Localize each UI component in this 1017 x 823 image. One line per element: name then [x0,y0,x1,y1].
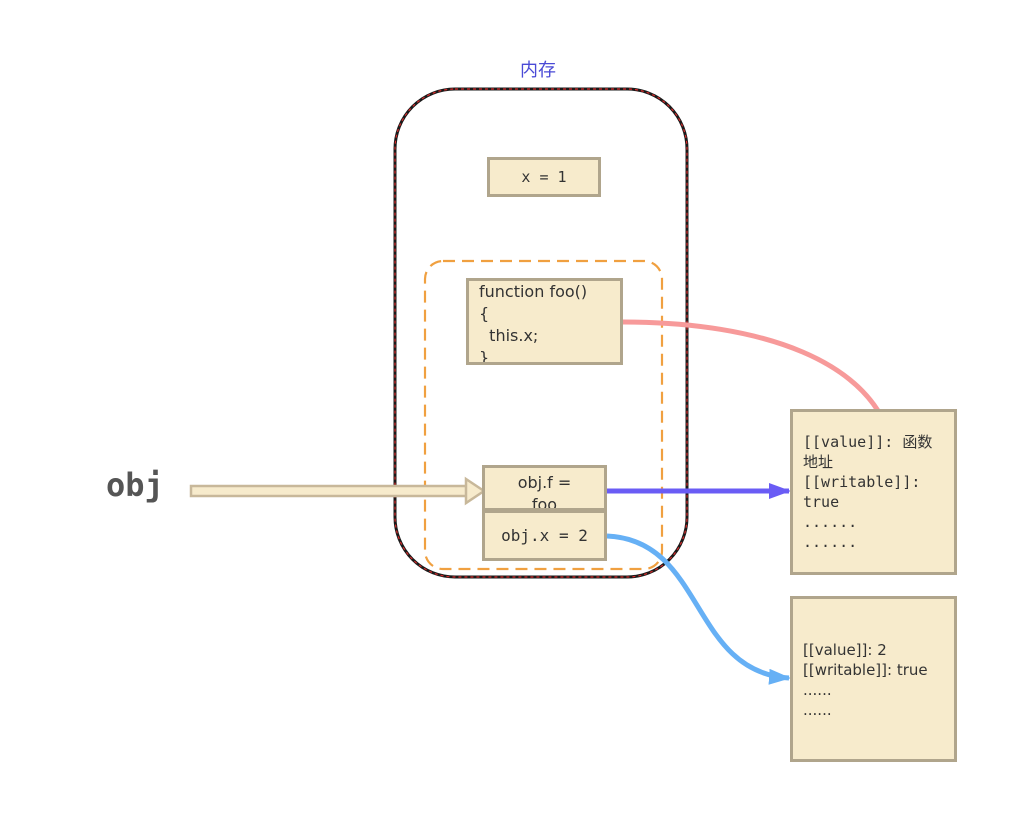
arrow-objx-to-descriptor [606,533,791,685]
obj-label: obj [106,466,164,504]
object-scope-dashed [423,259,664,571]
box-obj-x: obj.x = 2 [482,510,607,561]
box-objx-text: obj.x = 2 [501,526,588,545]
descriptor-box-function: [[value]]: 函数 地址 [[writable]]: true ....… [790,409,957,575]
box-x-text: x = 1 [521,168,567,186]
box-obj-f: obj.f = foo [482,465,607,511]
memory-container-inner [394,88,688,578]
box-x-equals-1: x = 1 [487,157,601,197]
box-objf-text: obj.f = foo [517,473,572,511]
descriptor-value-text: [[value]]: 2 [[writable]]: true ...... .… [803,641,928,719]
box-function-foo: function foo() { this.x; } [466,278,623,365]
memory-label: 内存 [520,60,556,81]
obj-reference-arrow [189,476,487,506]
descriptor-function-text: [[value]]: 函数 地址 [[writable]]: true ....… [803,433,933,551]
function-code: function foo() { this.x; } [479,282,588,365]
descriptor-box-value: [[value]]: 2 [[writable]]: true ...... .… [790,596,957,762]
